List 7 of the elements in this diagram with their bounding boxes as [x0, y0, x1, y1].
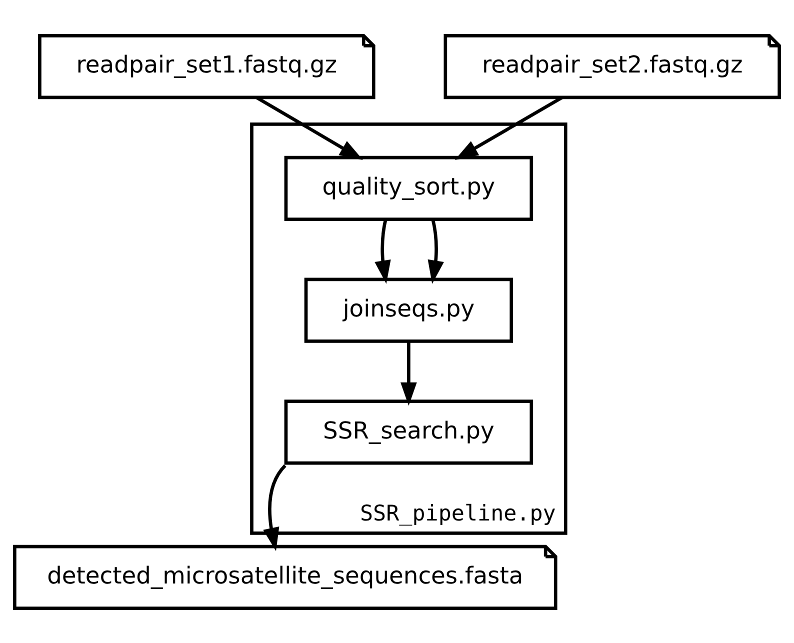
node-box: SSR_search.py [284, 399, 534, 464]
arrow [374, 218, 391, 284]
node-box: quality_sort.py [284, 155, 534, 220]
arrow [400, 340, 417, 406]
arrow [263, 464, 286, 551]
node-box: joinseqs.py [304, 277, 514, 342]
arrow [428, 218, 444, 284]
